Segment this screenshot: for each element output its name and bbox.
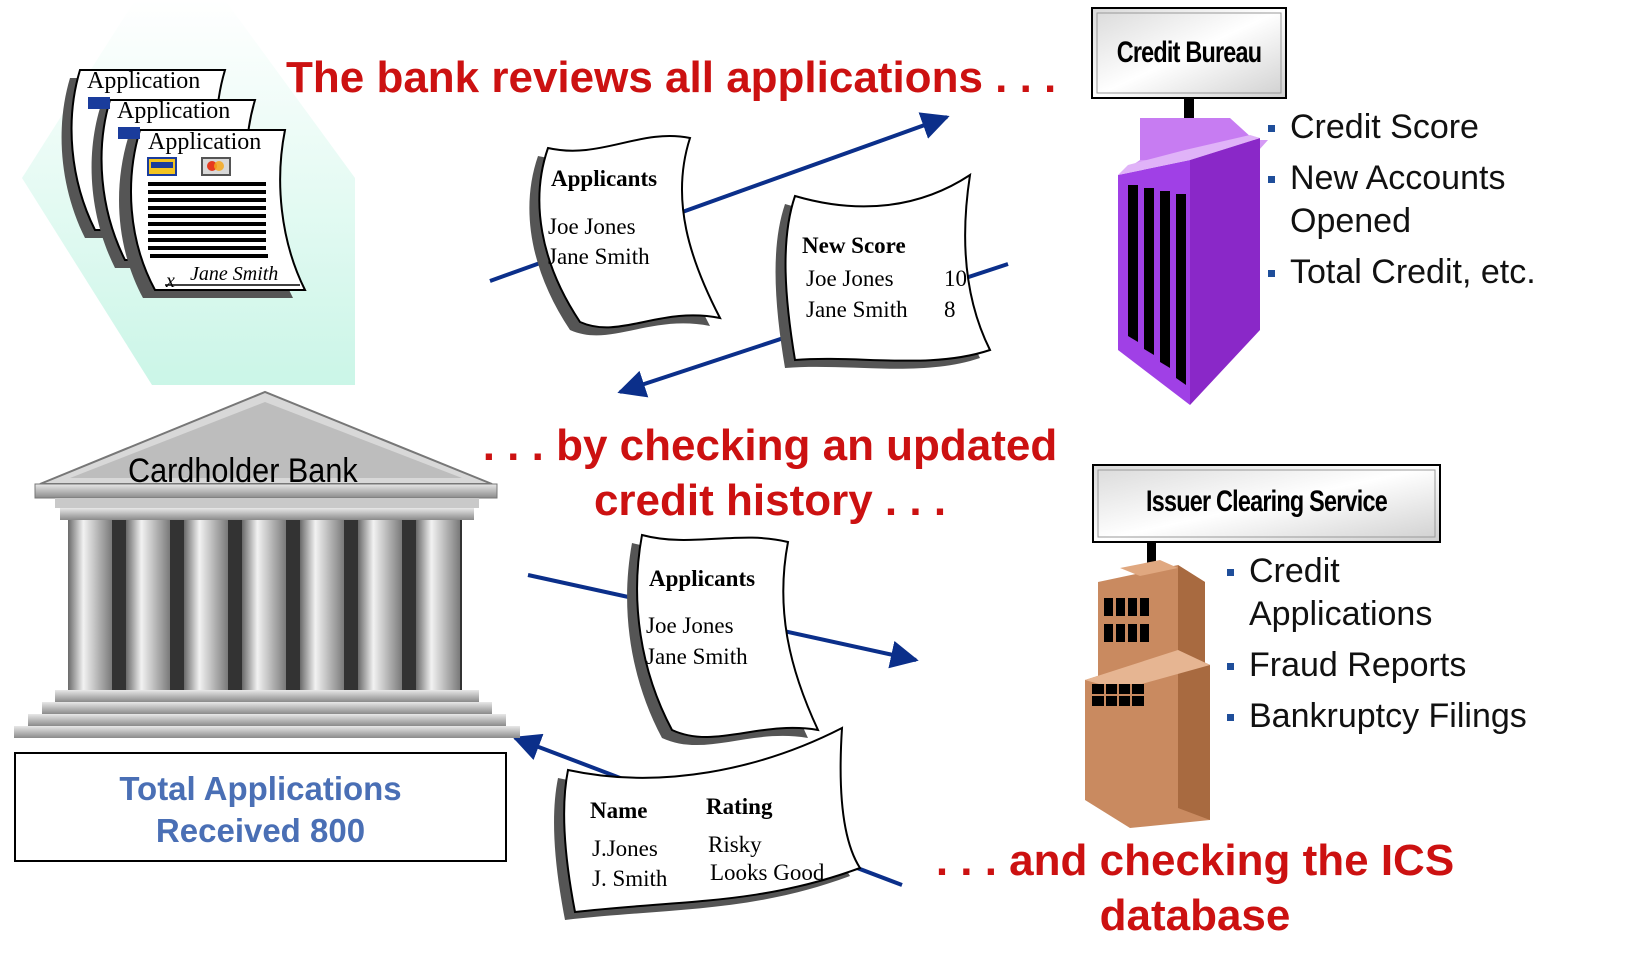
total-line1: Total Applications [119, 770, 402, 807]
headline-top: The bank reviews all applications . . . [286, 53, 1057, 102]
doc-applicants-top-name: Jane Smith [548, 244, 650, 269]
list-item-continued: Opened [1290, 202, 1411, 240]
doc-applicants-bottom-name: Joe Jones [646, 613, 734, 638]
application-form-front [119, 129, 307, 298]
headline-bottom-line1: . . . and checking the ICS [935, 836, 1455, 885]
bank-pillars [68, 520, 460, 692]
issuer-clearing-building-icon [1085, 560, 1210, 828]
list-item: Credit Score [1264, 106, 1624, 149]
doc-rating [554, 726, 862, 920]
doc-rating-col-name: Name [590, 798, 648, 823]
issuer-clearing-sign-label: Issuer Clearing Service [1146, 485, 1388, 518]
doc-rating-col-rating: Rating [706, 794, 773, 819]
list-item: Fraud Reports [1223, 644, 1623, 687]
application-form-title-back: Application [87, 68, 200, 94]
list-item-continued: Applications [1249, 595, 1433, 633]
doc-new-score-title: New Score [802, 233, 906, 258]
list-item: New Accounts [1264, 157, 1624, 200]
headline-bottom-line2: database [1099, 891, 1291, 940]
doc-rating-name: J. Smith [592, 866, 668, 891]
doc-new-score-name: Joe Jones [806, 266, 894, 291]
ics-windows [1092, 598, 1149, 706]
doc-applicants-bottom-name: Jane Smith [646, 644, 748, 669]
application-form-title-front: Application [148, 129, 261, 155]
list-item: Total Credit, etc. [1264, 251, 1624, 294]
application-form-title-middle: Application [117, 98, 230, 124]
credit-bureau-sign [1091, 7, 1287, 99]
form-text-lines [148, 182, 268, 258]
bank-label: Cardholder Bank [128, 452, 358, 490]
list-item: Bankruptcy Filings [1223, 695, 1623, 738]
application-forms-stack: Application Application Application x Ja… [61, 68, 307, 298]
doc-applicants-bottom [627, 533, 820, 746]
issuer-clearing-sign [1092, 464, 1441, 543]
doc-new-score [775, 172, 992, 369]
issuer-clearing-list: Credit Applications Fraud Reports Bankru… [1223, 550, 1623, 738]
credit-bureau-sign-label: Credit Bureau [1116, 36, 1262, 69]
headline-middle-line2: credit history . . . [593, 476, 947, 525]
total-line2: Received 800 [155, 812, 366, 849]
doc-new-score-value: 10 [944, 266, 967, 291]
signature-text: Jane Smith [190, 263, 278, 285]
doc-applicants-bottom-title: Applicants [649, 566, 756, 591]
doc-applicants-top [529, 135, 722, 336]
credit-bureau-list: Credit Score New Accounts Opened Total C… [1264, 106, 1624, 294]
list-item: Credit [1223, 550, 1623, 593]
doc-rating-value: Risky [708, 832, 762, 857]
doc-new-score-name: Jane Smith [806, 297, 908, 322]
doc-new-score-value: 8 [944, 297, 956, 322]
doc-applicants-top-name: Joe Jones [548, 214, 636, 239]
doc-rating-value: Looks Good [710, 860, 825, 885]
headline-middle-line1: . . . by checking an updated [482, 421, 1058, 470]
bank-building-icon [14, 390, 520, 738]
signature-mark: x [165, 270, 175, 292]
total-applications-box: Total Applications Received 800 [14, 752, 507, 862]
credit-bureau-building-icon [1118, 118, 1268, 405]
doc-rating-name: J.Jones [592, 836, 658, 861]
doc-applicants-top-title: Applicants [551, 166, 658, 191]
